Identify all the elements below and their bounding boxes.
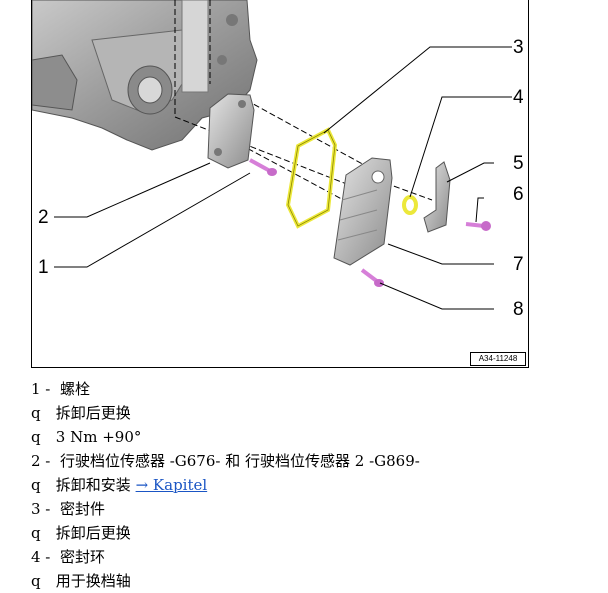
seal-ring-4 bbox=[402, 195, 418, 215]
note-text: 拆卸和安装 bbox=[55, 476, 131, 494]
leader-lines bbox=[54, 46, 512, 310]
callout-6: 6 bbox=[513, 184, 524, 205]
bullet: q bbox=[31, 428, 41, 446]
parts-legend: 1 - 螺栓 q 拆卸后更换 q 3 Nm +90° 2 - 行驶档位传感器 -… bbox=[31, 377, 591, 593]
callout-4: 4 bbox=[513, 87, 524, 108]
legend-note: q 拆卸后更换 bbox=[31, 521, 591, 545]
bullet: q bbox=[31, 404, 41, 422]
callout-5: 5 bbox=[513, 153, 524, 174]
cover-7 bbox=[333, 157, 393, 266]
shift-lever-5 bbox=[423, 161, 451, 233]
gear-position-sensor bbox=[207, 93, 255, 169]
note-text: 用于换档轴 bbox=[55, 572, 131, 590]
legend-note: q 拆卸和安装 → Kapitel bbox=[31, 473, 591, 497]
transmission-housing bbox=[32, 0, 258, 151]
item-number: 4 - bbox=[31, 548, 51, 566]
bullet: q bbox=[31, 572, 41, 590]
callout-2: 2 bbox=[38, 207, 49, 228]
exploded-view-drawing bbox=[32, 0, 512, 310]
item-title: 行驶档位传感器 -G676- 和 行驶档位传感器 2 -G869- bbox=[59, 452, 420, 470]
callout-1: 1 bbox=[38, 257, 49, 278]
legend-item-4: 4 - 密封环 bbox=[31, 545, 591, 569]
bullet: q bbox=[31, 476, 41, 494]
note-text: 拆卸后更换 bbox=[55, 404, 131, 422]
item-title: 密封环 bbox=[59, 548, 105, 566]
seal-3 bbox=[285, 127, 338, 229]
item-title: 螺栓 bbox=[59, 380, 90, 398]
bullet: q bbox=[31, 524, 41, 542]
exploded-view-figure: 1 2 3 4 5 6 7 8 A34-11248 bbox=[31, 0, 529, 368]
item-title: 密封件 bbox=[59, 500, 105, 518]
legend-note: q 3 Nm +90° bbox=[31, 425, 591, 449]
legend-item-3: 3 - 密封件 bbox=[31, 497, 591, 521]
legend-item-2: 2 - 行驶档位传感器 -G676- 和 行驶档位传感器 2 -G869- bbox=[31, 449, 591, 473]
legend-note: q 用于换档轴 bbox=[31, 569, 591, 593]
legend-note: q 拆卸后更换 bbox=[31, 401, 591, 425]
figure-id-label: A34-11248 bbox=[470, 352, 526, 366]
bolt-6 bbox=[465, 221, 491, 231]
kapitel-link[interactable]: → Kapitel bbox=[135, 476, 208, 494]
legend-item-1: 1 - 螺栓 bbox=[31, 377, 591, 401]
callout-3: 3 bbox=[513, 37, 524, 58]
item-number: 3 - bbox=[31, 500, 51, 518]
note-text: 3 Nm +90° bbox=[55, 428, 142, 446]
item-number: 1 - bbox=[31, 380, 51, 398]
callout-7: 7 bbox=[513, 254, 524, 275]
bolt-1 bbox=[249, 158, 277, 176]
item-number: 2 - bbox=[31, 452, 51, 470]
bolt-8 bbox=[360, 268, 384, 287]
note-text: 拆卸后更换 bbox=[55, 524, 131, 542]
callout-8: 8 bbox=[513, 299, 524, 320]
